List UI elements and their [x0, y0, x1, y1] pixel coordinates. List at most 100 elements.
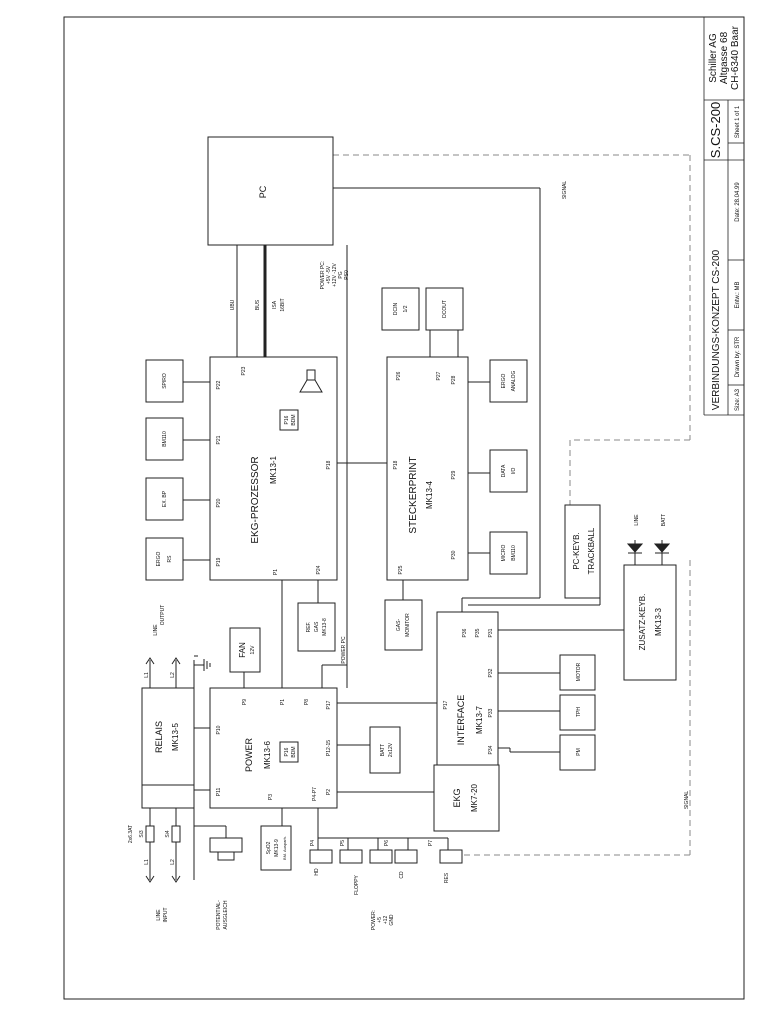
data-io-box: [489, 449, 528, 493]
isa-label: ISA: [272, 300, 278, 309]
ekg-mk7-block: [433, 764, 500, 832]
line-output-1: LINE: [153, 624, 159, 636]
power-bdm-chip: [279, 741, 299, 763]
stecker-port-p29: P29: [451, 470, 457, 479]
company-line-1: Schiller AG: [708, 33, 719, 83]
interface-port-p36: P36: [462, 628, 468, 637]
connector-p4: [309, 849, 333, 864]
power-bdm-label: BDM: [291, 746, 297, 757]
ergo-analog-box: [489, 359, 528, 403]
drawing-drawn-by: Drawn by: STR: [735, 336, 741, 377]
line-input-2: INPUT: [163, 908, 169, 923]
power-pc-3: +12V -12V: [332, 262, 338, 286]
micro-l1: MICRO: [501, 545, 507, 562]
interface-sub: MK13-7: [475, 705, 484, 734]
zusatz-sub: MK13-3: [654, 607, 663, 636]
micro-l2: BM110: [511, 545, 517, 561]
power-port-p9: P9: [242, 699, 248, 705]
title-block: [703, 17, 744, 416]
p7-label: P7: [428, 840, 434, 846]
power-port-p8: P8: [304, 699, 310, 705]
ekg-proz-title: EKG-PROZESSOR: [250, 456, 261, 543]
drawing-title: VERBINDUNGS-KONZEPT CS-200: [711, 249, 722, 410]
interface-port-p17: P17: [443, 700, 449, 709]
ekg-port-p22: P22: [216, 380, 222, 389]
power-pc-4: PG: [338, 271, 344, 278]
micro-bm110-box: [489, 531, 528, 575]
dcout-box: [425, 287, 464, 331]
gas-mon-l1: GAS-: [396, 619, 402, 632]
batt-box: [369, 726, 401, 774]
ergo-analog-l2: ANALOG: [511, 370, 517, 391]
ex-bp-l1: EX. BP: [162, 490, 168, 507]
sheet-border: [63, 16, 745, 1000]
ekg-proz-sub: MK13-1: [269, 455, 278, 484]
ubu-label: UBU: [230, 299, 236, 310]
power-port-p4-p7: P4-P7: [312, 787, 318, 801]
ekg-bdm-p16: P16: [284, 415, 290, 424]
pc-block: [207, 136, 334, 246]
potential-2: AUSGLEICH: [223, 900, 229, 929]
interface-port-p32: P32: [488, 668, 494, 677]
ergo-rs-box: [145, 537, 184, 581]
dcout-l1: DCOUT: [442, 300, 448, 318]
ekg-port-p20: P20: [216, 498, 222, 507]
motor-box: [559, 654, 596, 691]
isa-bits-label: 16BIT: [280, 298, 286, 311]
power-port-p10: P10: [216, 725, 222, 734]
p5-label: P5: [340, 840, 346, 846]
interface-port-p34: P34: [488, 745, 494, 754]
ref-gas-l3: MK13-8: [322, 618, 328, 636]
p6-label: P6: [384, 840, 390, 846]
ekg-mk7-sub: MK7-20: [470, 783, 479, 812]
ekg-bdm-chip: [279, 409, 299, 431]
pm-box: [559, 734, 596, 771]
ekg-port-p24: P24: [316, 565, 322, 574]
pc-keyb-block: [564, 504, 601, 599]
stecker-port-p27: P27: [436, 371, 442, 380]
interface-port-p33: P33: [488, 708, 494, 717]
power-block: [209, 687, 338, 809]
bus-label: BUS: [255, 299, 261, 310]
pc-keyb-sub: TRACKBALL: [587, 527, 596, 574]
signal-top-label: SIGNAL: [562, 181, 568, 200]
zusatz-keyb-block: [623, 564, 677, 681]
power-port-p2: P2: [326, 789, 332, 795]
drawing-entw: Entw.: MB: [735, 281, 741, 308]
company-line-2: Altgasse 68: [719, 31, 730, 84]
fan-l1: FAN: [238, 642, 247, 658]
spo2-l1: SpO2: [266, 841, 272, 854]
power-port-p11: P11: [216, 788, 222, 797]
spo2-box: [260, 825, 292, 871]
relais-sub: MK13-5: [171, 722, 180, 751]
ground-icon: [203, 659, 211, 671]
ekg-port-p19: P19: [216, 557, 222, 566]
p4-label: P4: [310, 840, 316, 846]
spiro-l1: SPIRO: [162, 373, 168, 389]
drawing-number: S.CS-200: [708, 102, 723, 158]
hd-label: HD: [314, 868, 320, 876]
diode-line-icon: [626, 543, 644, 554]
speaker-icon: [299, 369, 323, 393]
drawing-size: Size: A3: [735, 388, 741, 411]
drawing-date: Date: 28.04.99: [735, 182, 741, 222]
ergo-analog-l1: ERGO: [501, 374, 507, 389]
gas-monitor-box: [384, 599, 423, 651]
power-port-p1: P1: [280, 699, 286, 705]
power-legend-1: POWER:: [371, 910, 377, 930]
company-line-3: CH-6340 Baar: [730, 25, 741, 90]
power-port-p17: P17: [326, 700, 332, 709]
connector-p6: [369, 849, 393, 864]
batt-l2: 2x12V: [388, 742, 394, 757]
ekg-port-p23: P23: [241, 366, 247, 375]
relais-title: RELAIS: [154, 721, 164, 753]
fan-l2: 12V: [250, 645, 256, 655]
ekg-port-p18: P18: [326, 460, 332, 469]
potential-terminal: [209, 837, 243, 853]
ekg-prozessor-block: [209, 356, 338, 581]
stecker-port-p30: P30: [451, 550, 457, 559]
interface-title: INTERFACE: [456, 695, 466, 746]
ergo-rs-l1: ERGO: [156, 552, 162, 567]
ref-gas-l1: REF.: [306, 622, 312, 633]
